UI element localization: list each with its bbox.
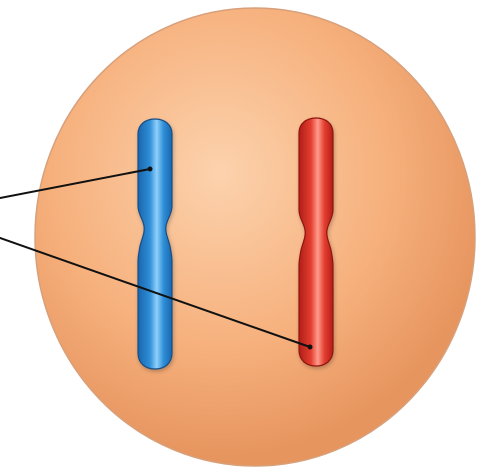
chromosome-red-body xyxy=(299,118,333,366)
chromosome-red xyxy=(299,118,333,366)
chromosome-blue xyxy=(138,119,172,369)
cell xyxy=(35,8,475,466)
chromosome-blue-body xyxy=(138,119,172,369)
pointer-dot-blue xyxy=(148,167,153,172)
pointer-dot-red xyxy=(308,345,313,350)
